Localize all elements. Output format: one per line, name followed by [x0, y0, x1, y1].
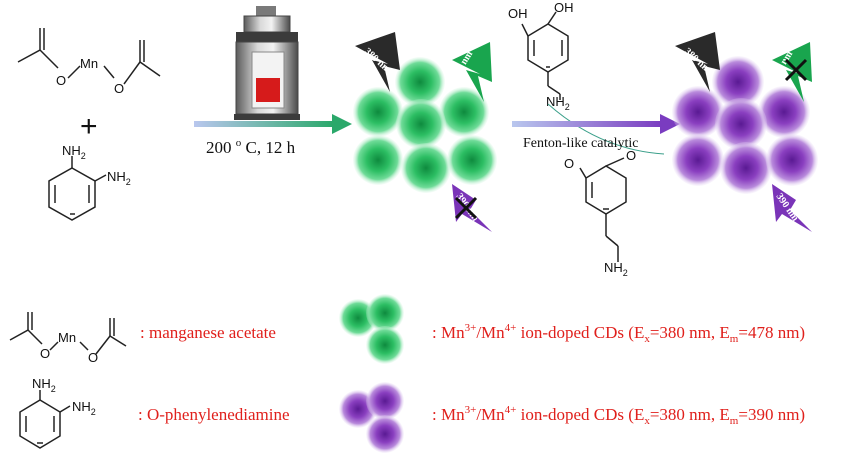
svg-text:NH2: NH2: [107, 169, 131, 187]
svg-text:NH2: NH2: [604, 260, 628, 278]
mn-label: Mn: [80, 56, 98, 71]
dopaquinone-structure: O O NH2: [564, 148, 636, 278]
svg-text:NH2: NH2: [32, 376, 56, 394]
svg-text:O: O: [40, 346, 50, 361]
synthesis-conditions: 200 o C, 12 h: [206, 137, 296, 157]
emission-390-badge-blocked: 390 nm: [452, 184, 492, 232]
excitation-380-badge: 380 nm: [355, 32, 400, 92]
svg-text:NH2: NH2: [62, 143, 86, 161]
fenton-label: Fenton-like catalytic: [523, 136, 638, 151]
legend-purple-cds: [339, 382, 404, 453]
oxygen-label: O: [56, 73, 66, 88]
svg-text:O: O: [564, 156, 574, 171]
catalysis-arrow: [512, 114, 680, 134]
legend-purple-description: : Mn3+/Mn4+ ion-doped CDs (Ex=380 nm, Em…: [432, 404, 805, 427]
svg-text:NH2: NH2: [72, 399, 96, 417]
green-cd-cluster: [353, 57, 497, 193]
synthesis-arrow: [194, 114, 352, 134]
purple-cd-cluster: [672, 56, 818, 194]
emission-390-badge: 390 nm: [772, 184, 812, 232]
plus-sign: +: [80, 110, 98, 143]
opd-structure-top: NH2 NH2: [48, 143, 131, 221]
svg-text:Mn: Mn: [58, 330, 76, 345]
svg-text:O: O: [88, 350, 98, 365]
legend-opd-name: : O-phenylenediamine: [138, 405, 290, 424]
svg-text:O: O: [626, 148, 636, 163]
svg-text:OH: OH: [508, 6, 528, 21]
legend-opd-structure: NH2 NH2: [19, 376, 96, 449]
svg-text:OH: OH: [554, 0, 574, 15]
legend-green-description: : Mn3+/Mn4+ ion-doped CDs (Ex=380 nm, Em…: [432, 322, 805, 345]
svg-text:NH2: NH2: [546, 94, 570, 112]
autoclave-icon: [234, 6, 300, 120]
legend-mn-acetate-name: : manganese acetate: [140, 323, 276, 342]
oxygen-label: O: [114, 81, 124, 96]
legend-green-cds: [339, 294, 404, 364]
dopamine-structure: OH OH NH2: [508, 0, 574, 112]
mn-acetate-structure-top: O Mn O: [17, 28, 161, 96]
legend-mn-acetate-structure: O Mn O: [9, 312, 127, 365]
